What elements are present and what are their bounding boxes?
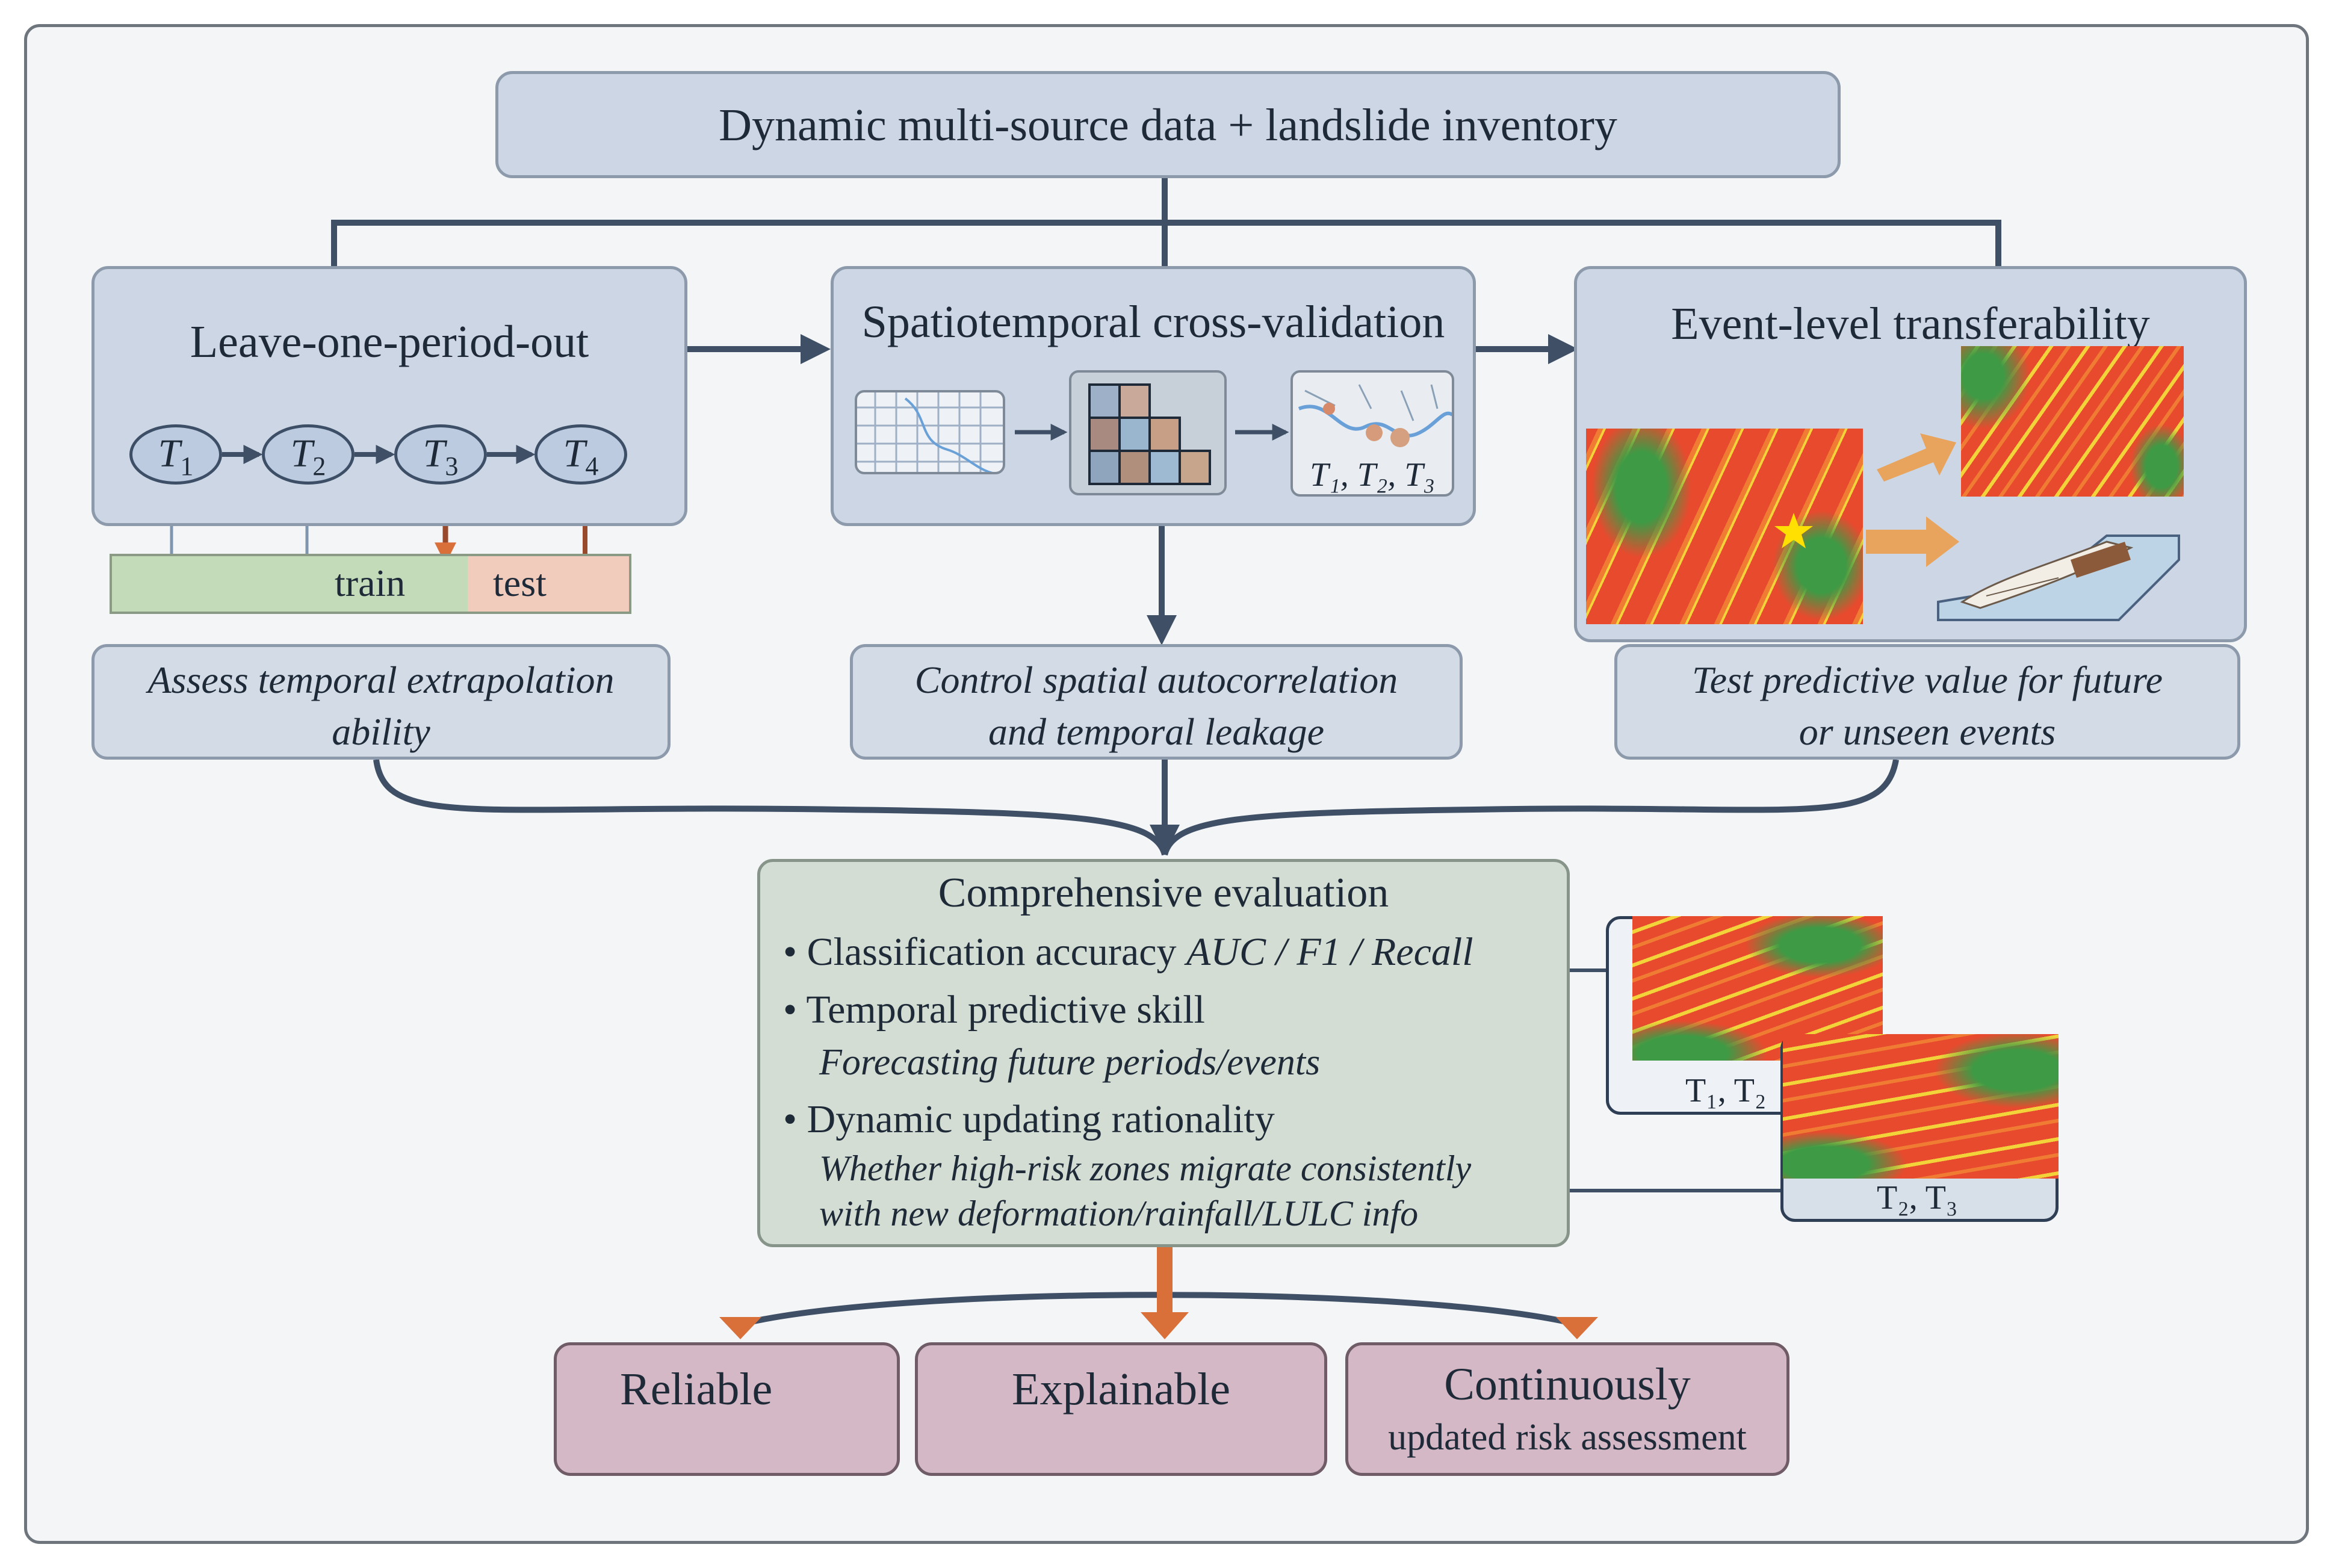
train-bar: train [110,554,468,614]
block-partition-thumbnail [1069,370,1227,495]
slope-block-graphic [1937,535,2180,621]
accuracy-metrics: AUC / F1 / Recall [1186,930,1473,974]
outcome-reliable: Reliable [554,1342,900,1476]
block-partition-graphic [1088,383,1211,485]
updating-detail-line-2: with new deformation/rainfall/LULC info [819,1194,1419,1233]
evaluation-item-temporal: • Temporal predictive skill [783,987,1205,1033]
data-source-title: Dynamic multi-source data + landslide in… [719,100,1617,150]
event-star-icon [1774,513,1813,548]
outcome-explainable: Explainable [915,1342,1327,1476]
event-transferability-title: Event-level transferability [1671,299,2150,349]
evaluation-title: Comprehensive evaluation [938,870,1389,916]
train-label: train [335,562,406,604]
orange-head-left [719,1317,761,1339]
leave-one-period-out-title: Leave-one-period-out [190,317,589,367]
period-node-t3: T3 [394,424,487,485]
continuous-label-1: Continuously [1444,1359,1691,1410]
accuracy-text: Classification accuracy [807,930,1177,974]
period-node-t2: T2 [262,424,355,485]
multi-period-graphic [1298,384,1452,447]
reliable-label: Reliable [620,1364,773,1415]
evaluation-item-accuracy: • Classification accuracy AUC / F1 / Rec… [783,929,1473,975]
multi-period-thumbnail: T₁, T₂, T₃ [1290,370,1454,497]
period-node-t1: T1 [129,424,222,485]
caption-line-1: Test predictive value for future [1691,658,2163,701]
caption-line-1: Assess temporal extrapolation [147,658,615,701]
map-label-t1-t2: T₁, T₂ [1685,1072,1767,1109]
multi-period-label: T₁, T₂, T₃ [1310,456,1435,494]
leave-one-period-out-panel: Leave-one-period-out [91,266,687,526]
spatial-autocorrelation-caption: Control spatial autocorrelation and temp… [850,644,1463,760]
orange-head-center [1141,1312,1189,1339]
slope-block-diagram [1926,524,2185,632]
data-source-box: Dynamic multi-source data + landslide in… [495,71,1841,178]
explainable-label: Explainable [1012,1364,1230,1415]
caption-line-2: or unseen events [1799,710,2056,753]
test-label: test [493,562,547,604]
outcome-continuous: Continuously updated risk assessment [1345,1342,1789,1476]
caption-line-2: ability [332,710,430,753]
temporal-text: Temporal predictive skill [806,988,1205,1032]
orange-head-right [1556,1317,1598,1339]
test-bar: test [468,554,631,614]
continuous-label-2: updated risk assessment [1388,1417,1747,1458]
risk-map-t2-t3 [1783,1034,2059,1179]
comprehensive-evaluation-box: Comprehensive evaluation • Classificatio… [757,859,1570,1247]
merge-right [1162,759,1899,856]
merge-left [373,759,1168,856]
updating-detail-line-1: Whether high-risk zones migrate consiste… [819,1148,1472,1188]
evaluation-item-updating: • Dynamic updating rationality [783,1097,1275,1142]
grid-map-graphic [857,392,1003,472]
bullet-icon: • [783,988,798,1032]
updating-text: Dynamic updating rationality [807,1097,1275,1141]
grid-map-thumbnail [855,390,1005,474]
susceptibility-map-future [1961,346,2184,497]
susceptibility-map-large [1586,429,1863,624]
risk-map-t1-t2 [1632,916,1883,1061]
caption-line-2: and temporal leakage [988,710,1325,753]
temporal-extrapolation-caption: Assess temporal extrapolation ability [91,644,671,760]
caption-line-1: Control spatial autocorrelation [914,658,1398,701]
temporal-detail: Forecasting future periods/events [819,1042,1321,1083]
bullet-icon: • [783,1097,798,1141]
period-node-t4: T4 [534,424,627,485]
map-label-t2-t3: T₂, T₃ [1877,1179,1958,1216]
bullet-icon: • [783,930,798,974]
orange-shaft [1157,1247,1173,1313]
spatiotemporal-cv-title: Spatiotemporal cross-validation [861,297,1445,347]
future-events-caption: Test predictive value for future or unse… [1614,644,2240,760]
